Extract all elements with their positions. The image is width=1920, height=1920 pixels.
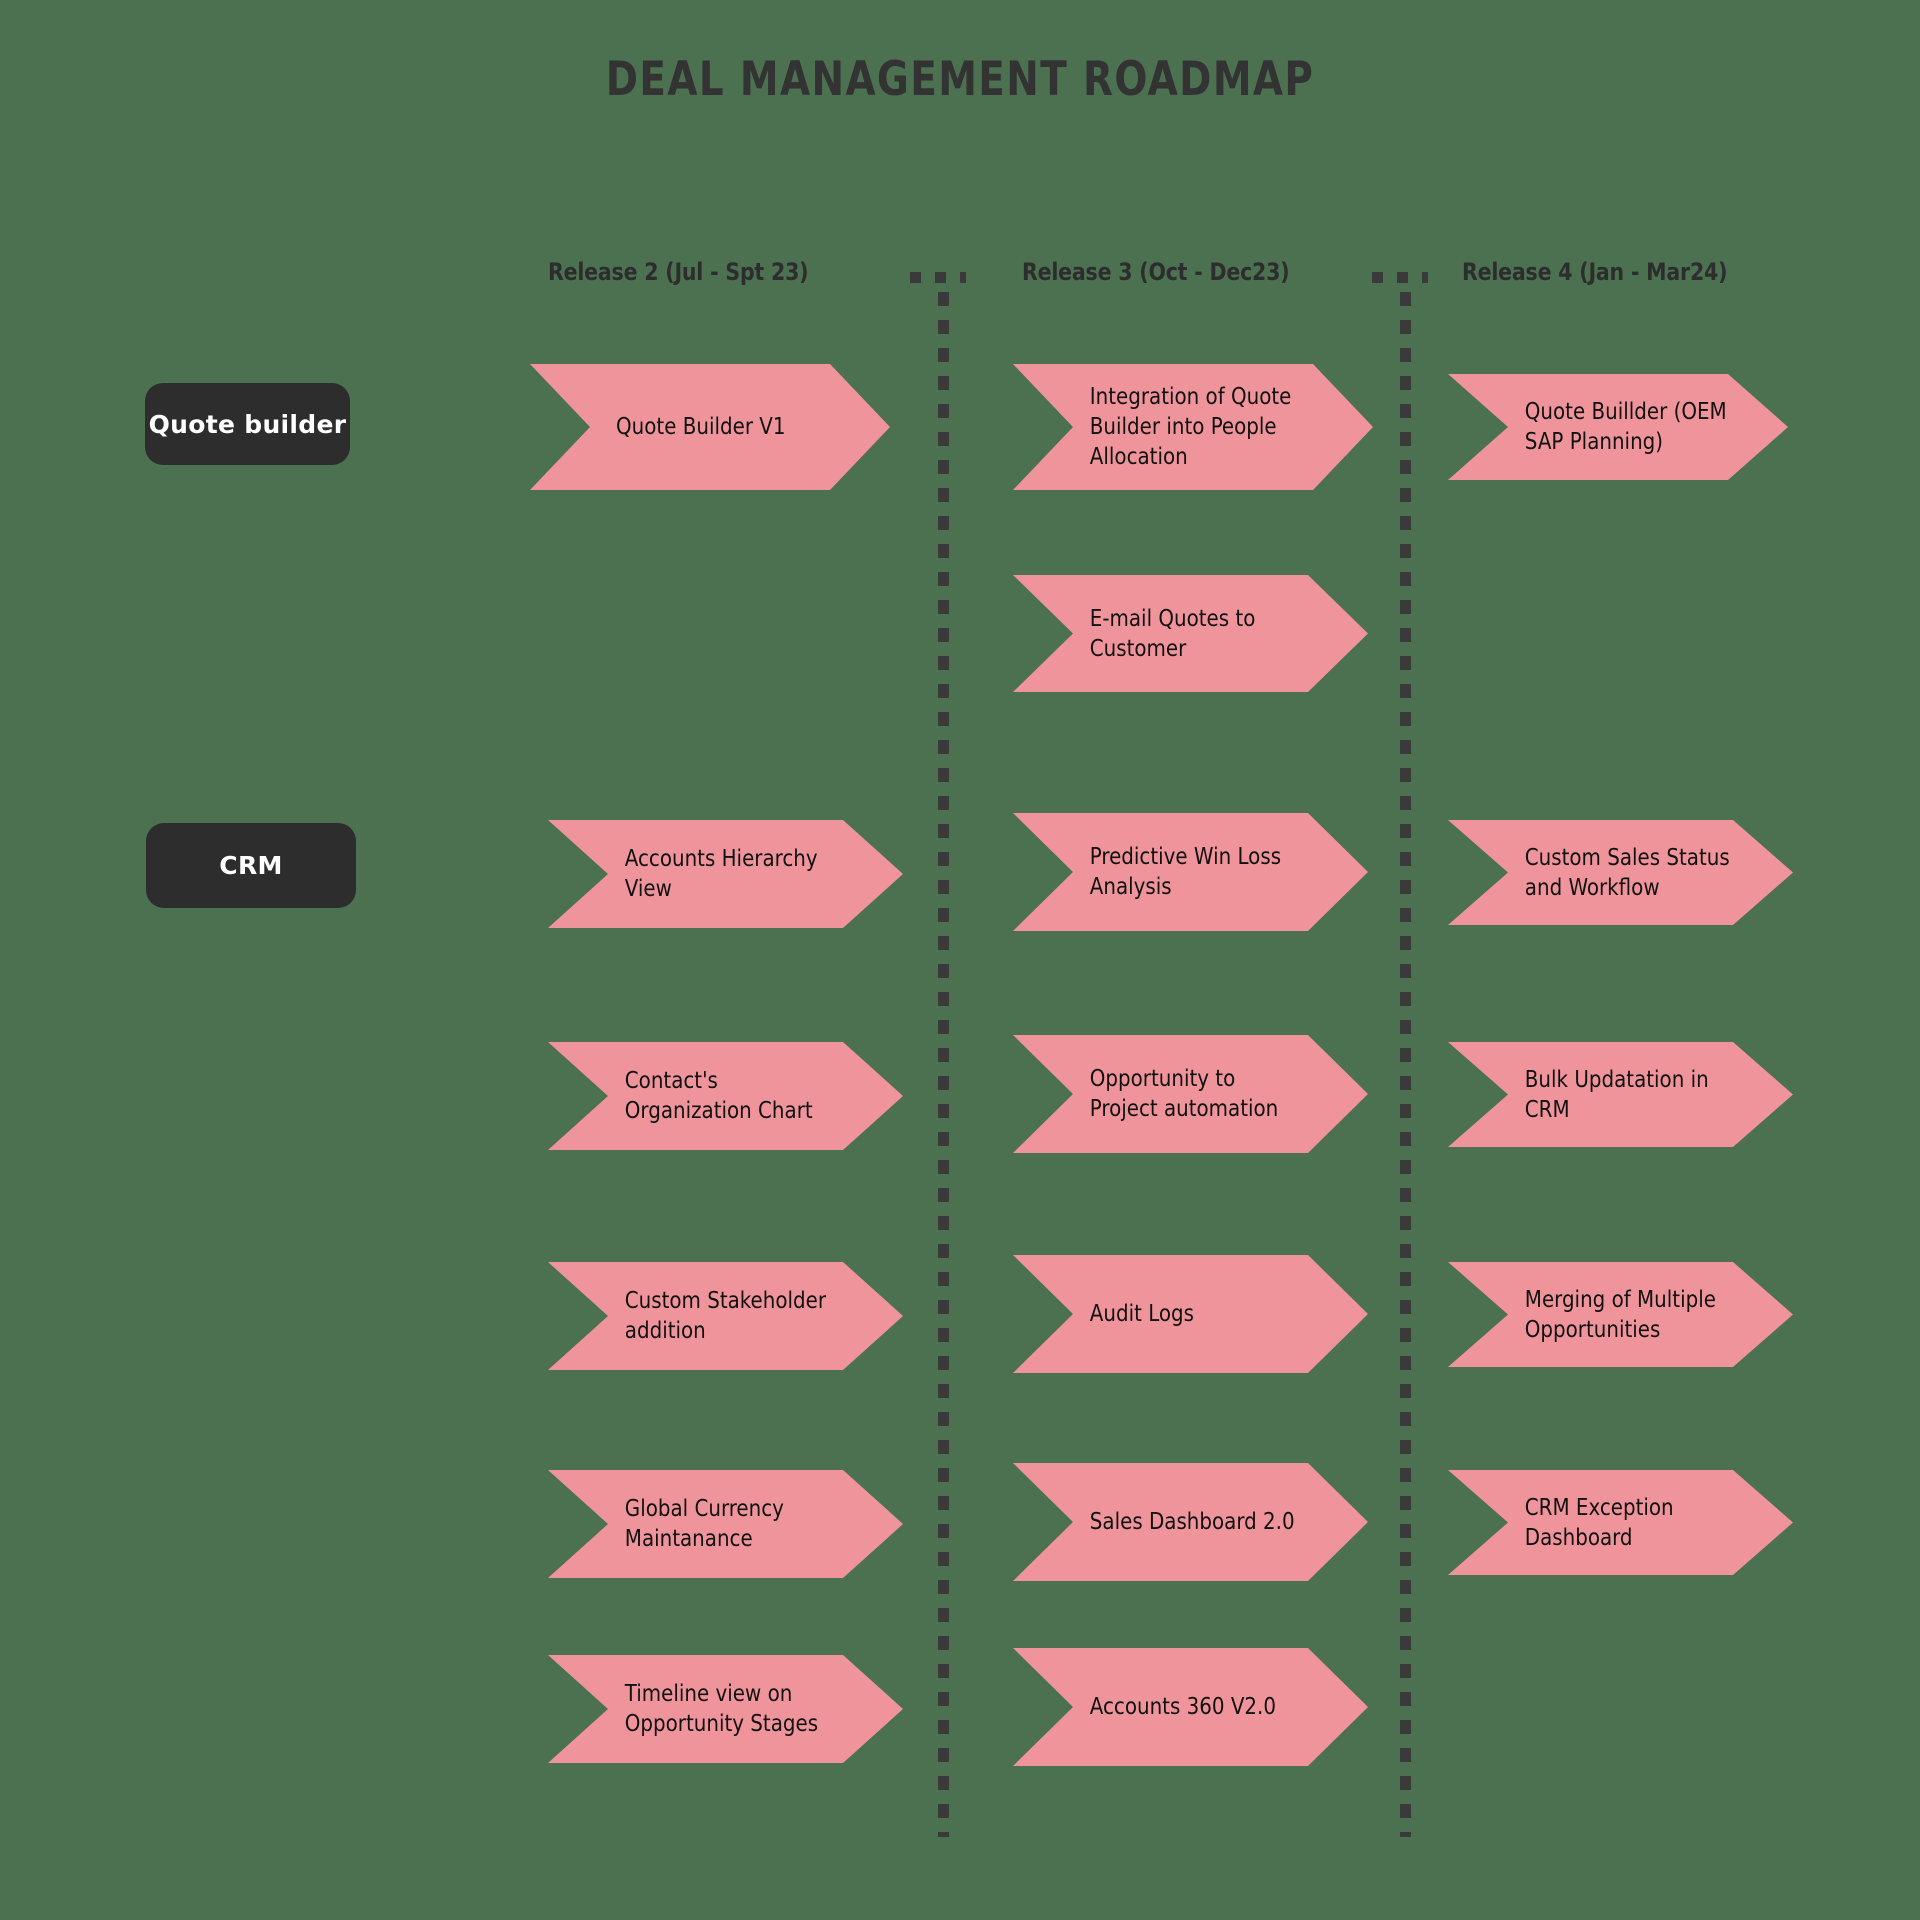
row-label-text: CRM: [219, 851, 283, 880]
item-label: Accounts Hierarchy View: [624, 846, 818, 902]
item-label: Custom Stakeholder addition: [624, 1288, 826, 1344]
item-label: Accounts 360 V2.0: [1089, 1694, 1276, 1720]
item-label: Predictive Win Loss Analysis: [1089, 844, 1282, 900]
item-chevron[interactable]: Bulk Updatation in CRM: [1448, 1042, 1793, 1147]
item-label: E-mail Quotes to Customer: [1089, 605, 1256, 662]
item-chevron[interactable]: Quote Builder V1: [530, 364, 890, 490]
item-label: Integration of Quote Builder into People…: [1089, 384, 1292, 470]
item-chevron[interactable]: E-mail Quotes to Customer: [1013, 575, 1368, 692]
item-chevron[interactable]: Accounts Hierarchy View: [548, 820, 903, 928]
item-label: Quote Buillder (OEM SAP Planning): [1524, 399, 1727, 455]
item-label: Bulk Updatation in CRM: [1524, 1066, 1709, 1123]
row-label-text: Quote builder: [148, 409, 347, 439]
item-label: Audit Logs: [1089, 1301, 1194, 1327]
item-label: Contact's Organization Chart: [624, 1068, 813, 1124]
item-label: Merging of Multiple Opportunities: [1524, 1286, 1716, 1343]
item-chevron[interactable]: Audit Logs: [1013, 1255, 1368, 1373]
item-chevron[interactable]: Sales Dashboard 2.0: [1013, 1463, 1368, 1581]
item-chevron[interactable]: Quote Buillder (OEM SAP Planning): [1448, 374, 1788, 480]
item-label: CRM Exception Dashboard: [1524, 1494, 1674, 1551]
item-label: Timeline view on Opportunity Stages: [624, 1681, 819, 1737]
item-label: Custom Sales Status and Workflow: [1524, 844, 1730, 901]
column-header-release-2: Release 2 (Jul - Spt 23): [548, 258, 809, 286]
item-label: Quote Builder V1: [615, 414, 786, 440]
row-label-crm: CRM: [146, 823, 356, 908]
page-title: DEAL MANAGEMENT ROADMAP: [605, 52, 1315, 107]
item-chevron[interactable]: Custom Sales Status and Workflow: [1448, 820, 1793, 925]
column-header-release-3: Release 3 (Oct - Dec23): [1022, 258, 1290, 286]
item-chevron[interactable]: Merging of Multiple Opportunities: [1448, 1262, 1793, 1367]
item-chevron[interactable]: Accounts 360 V2.0: [1013, 1648, 1368, 1766]
vertical-dashed-divider-1: [938, 292, 949, 1837]
item-label: Sales Dashboard 2.0: [1089, 1509, 1295, 1535]
row-label-quote-builder: Quote builder: [145, 383, 350, 465]
item-chevron[interactable]: Contact's Organization Chart: [548, 1042, 903, 1150]
item-label: Global Currency Maintanance: [624, 1496, 784, 1552]
item-chevron[interactable]: CRM Exception Dashboard: [1448, 1470, 1793, 1575]
item-chevron[interactable]: Opportunity to Project automation: [1013, 1035, 1368, 1153]
horizontal-dotted-separator-1: [910, 272, 966, 283]
item-chevron[interactable]: Custom Stakeholder addition: [548, 1262, 903, 1370]
item-chevron[interactable]: Global Currency Maintanance: [548, 1470, 903, 1578]
item-chevron[interactable]: Predictive Win Loss Analysis: [1013, 813, 1368, 931]
column-header-release-4: Release 4 (Jan - Mar24): [1462, 258, 1728, 286]
item-label: Opportunity to Project automation: [1089, 1066, 1279, 1122]
item-chevron[interactable]: Integration of Quote Builder into People…: [1013, 364, 1373, 490]
item-chevron[interactable]: Timeline view on Opportunity Stages: [548, 1655, 903, 1763]
horizontal-dotted-separator-2: [1372, 272, 1428, 283]
vertical-dashed-divider-2: [1400, 292, 1411, 1837]
